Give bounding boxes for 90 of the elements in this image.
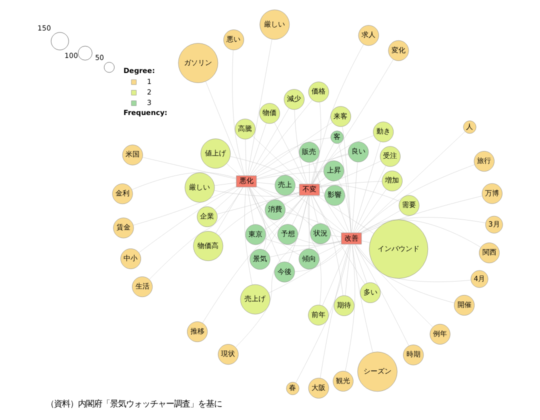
connector: [214, 182, 237, 186]
connector: [308, 195, 310, 249]
connector: [318, 243, 342, 255]
connector: [264, 238, 342, 246]
connector: [312, 135, 374, 184]
connector: [310, 44, 364, 184]
connector: [322, 244, 350, 306]
connector: [355, 189, 386, 233]
connector: [284, 212, 342, 234]
connector: [252, 187, 268, 203]
connector: [361, 217, 486, 234]
connector: [247, 39, 272, 176]
connector: [312, 195, 344, 296]
connector: [206, 81, 244, 176]
connector: [354, 166, 386, 233]
connector: [142, 157, 236, 180]
connector: [356, 244, 433, 328]
connector: [338, 204, 350, 233]
connector: [316, 195, 374, 234]
connector: [256, 156, 300, 177]
connector: [294, 244, 347, 272]
connector: [270, 240, 342, 258]
connector: [312, 195, 366, 284]
connector: [230, 156, 302, 184]
connector: [311, 102, 322, 184]
connector: [250, 100, 312, 176]
connector: [342, 126, 352, 233]
connector: [132, 172, 236, 190]
connector: [288, 195, 308, 263]
connector: [353, 244, 368, 284]
connector: [312, 142, 334, 184]
connector: [292, 192, 344, 233]
connector: [252, 136, 304, 184]
connector: [133, 186, 236, 226]
connector: [357, 164, 475, 233]
connector: [354, 244, 409, 346]
connector: [226, 163, 240, 176]
connector: [138, 186, 237, 253]
connector: [345, 244, 356, 372]
connector: [216, 192, 300, 214]
connector: [214, 190, 300, 196]
connector: [357, 131, 466, 233]
connector: [354, 244, 454, 304]
connector: [352, 244, 373, 352]
connector: [316, 177, 326, 184]
connector: [338, 180, 352, 233]
connector: [256, 171, 324, 180]
connector: [248, 186, 280, 228]
connector: [294, 187, 300, 188]
connector: [202, 195, 305, 324]
connector: [292, 195, 307, 226]
connector: [338, 143, 352, 233]
connector: [284, 195, 300, 205]
connector: [218, 192, 300, 236]
connector: [256, 186, 325, 196]
connector: [361, 240, 370, 243]
connector: [353, 142, 381, 233]
connector: [256, 186, 314, 227]
connector: [312, 154, 348, 184]
connector: [149, 187, 244, 280]
connector: [360, 219, 481, 248]
connector: [250, 108, 290, 176]
connector: [268, 244, 346, 294]
connector: [345, 244, 351, 296]
connector: [216, 187, 244, 234]
caption: （資料）内閣府「景気ウォッチャー調査」を基に: [46, 398, 222, 408]
connector: [294, 109, 308, 184]
connector: [252, 138, 331, 176]
connector: [319, 192, 325, 194]
connector: [232, 50, 245, 176]
connector: [250, 186, 266, 250]
connector: [256, 154, 349, 179]
connector: [247, 186, 254, 225]
connector: [248, 122, 266, 176]
connector: [320, 244, 350, 378]
connector: [297, 238, 342, 244]
connector: [319, 184, 400, 202]
connector: [274, 122, 307, 184]
connector: [319, 181, 382, 188]
connector: [244, 187, 252, 285]
connector: [214, 186, 240, 210]
connector: [352, 162, 358, 233]
connector: [248, 186, 281, 263]
connector: [308, 195, 322, 306]
connector: [235, 195, 308, 348]
connector: [330, 235, 342, 238]
connector: [296, 244, 350, 384]
connector: [361, 210, 400, 233]
connector: [254, 122, 332, 176]
connector: [310, 195, 318, 224]
